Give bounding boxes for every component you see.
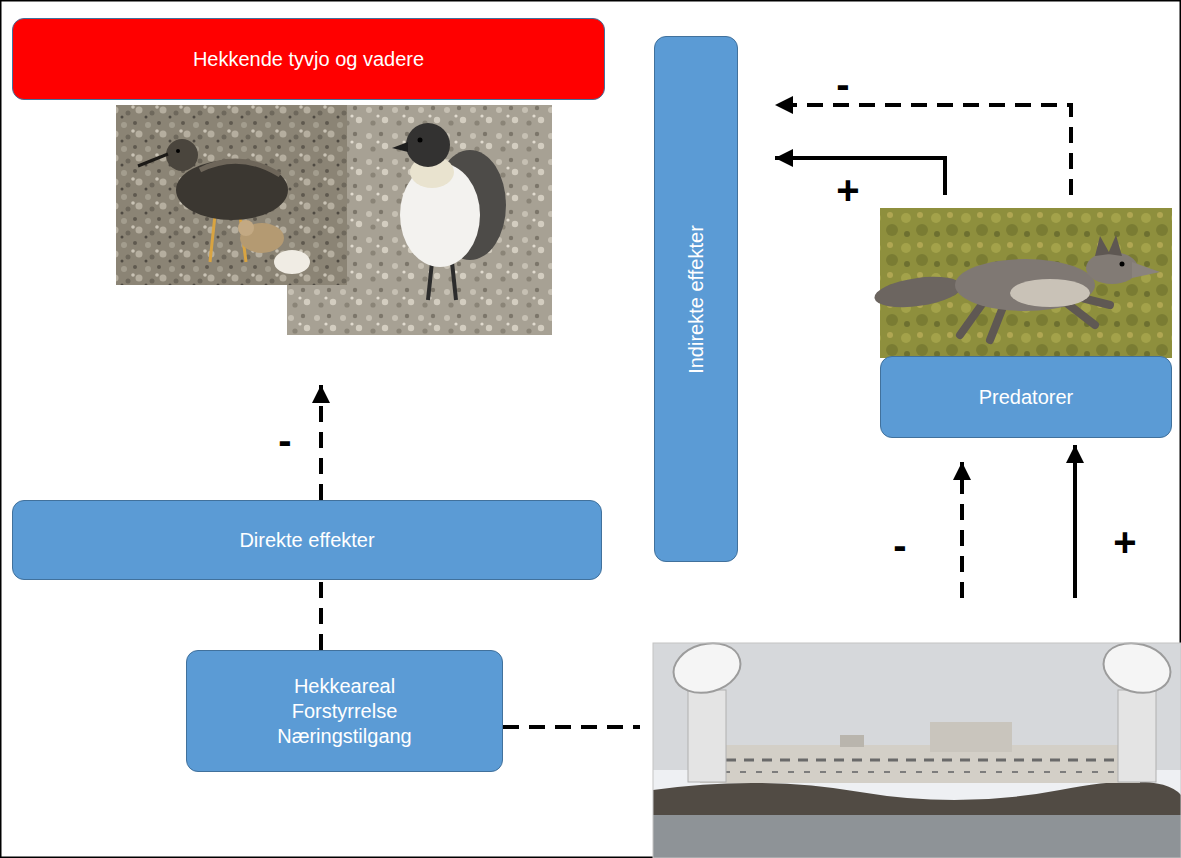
- box-shape: Direkte effekter: [12, 500, 602, 580]
- arctic-fox-photo: [1095, 236, 1110, 256]
- edge-sign: +: [836, 170, 859, 210]
- arctic-fox-photo: [1086, 252, 1138, 284]
- box-shape: HekkearealForstyrrelseNæringstilgang: [186, 650, 503, 772]
- sandpiper-photo: [138, 154, 168, 166]
- arctic-fox-photo: [872, 272, 963, 312]
- edge-sign: -: [836, 64, 849, 104]
- effect-box: Direkte effekter: [12, 500, 602, 580]
- sandpiper-photo: [238, 220, 254, 236]
- sandpiper-photo: [176, 160, 288, 220]
- skua-photo: [392, 142, 408, 152]
- arctic-fox-photo: [955, 259, 1095, 311]
- sandpiper-photo: [200, 161, 280, 175]
- skua-photo: [406, 123, 450, 167]
- sandpiper-photo: [116, 105, 347, 285]
- box-shape: Indirekte effekter: [654, 36, 738, 562]
- box-text: Hekkende tyvjo og vadere: [193, 47, 424, 72]
- station-photo: [1118, 690, 1156, 782]
- sandpiper-photo: [176, 149, 180, 153]
- dashed-link: [503, 725, 640, 729]
- negative-arrow: [960, 462, 964, 598]
- sandpiper-photo: [210, 215, 215, 262]
- arctic-fox-photo: [1120, 262, 1125, 267]
- box-shape: Hekkende tyvjo og vadere: [12, 18, 605, 100]
- station-photo: [1098, 636, 1176, 700]
- connector: [319, 580, 323, 650]
- sandpiper-photo: [274, 250, 310, 274]
- station-photo: [653, 815, 1181, 858]
- station-photo: [653, 643, 1181, 858]
- box-text: Forstyrrelse: [292, 699, 398, 724]
- station-photo: [653, 782, 1181, 815]
- effect-sign: -: [893, 525, 906, 565]
- effect-sign: +: [1113, 522, 1136, 562]
- box-text: Direkte effekter: [239, 528, 374, 553]
- box-shape: Predatorer: [880, 356, 1172, 438]
- arctic-fox-photo: [872, 208, 1172, 358]
- sandpiper-photo: [116, 105, 347, 285]
- predator-box: Predatorer: [880, 208, 1172, 438]
- connector: [775, 158, 945, 195]
- connector: [775, 105, 1071, 195]
- title-box: Hekkende tyvjo og vadere: [12, 18, 605, 335]
- station-photo: [708, 771, 1130, 773]
- edge-sign: -: [278, 420, 291, 460]
- connector: [319, 385, 323, 500]
- station-photo: [840, 735, 864, 747]
- station-photo: [708, 759, 1130, 762]
- station-photo: [700, 745, 1140, 783]
- box-text: Næringstilgang: [277, 724, 412, 749]
- sandpiper-photo: [166, 139, 198, 171]
- skua-photo: [452, 262, 456, 300]
- station-photo: [653, 636, 1181, 858]
- station-photo: [688, 690, 726, 782]
- box-text: Hekkeareal: [294, 674, 395, 699]
- station-photo: [930, 722, 1012, 752]
- arctic-fox-photo: [1132, 262, 1160, 278]
- vertical-band: Indirekte effekter: [654, 36, 738, 562]
- skua-photo: [418, 138, 423, 143]
- skua-photo: [428, 262, 432, 300]
- factor-box: HekkearealForstyrrelseNæringstilgang: [186, 650, 503, 772]
- arctic-fox-photo: [1010, 279, 1090, 307]
- positive-arrow: [1073, 445, 1077, 598]
- station-photo: [668, 636, 746, 700]
- box-text: Indirekte effekter: [684, 225, 709, 374]
- box-text: Predatorer: [979, 385, 1074, 410]
- arctic-fox-photo: [1108, 235, 1122, 256]
